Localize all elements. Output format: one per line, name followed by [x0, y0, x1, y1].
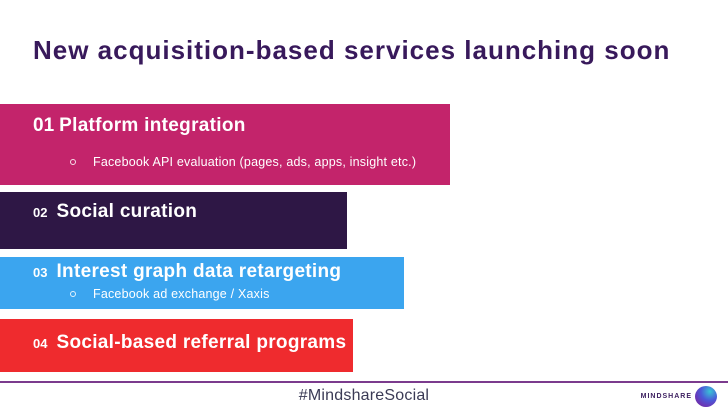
bar-number: 04 [33, 336, 48, 351]
bar-label: Interest graph data retargeting [56, 261, 342, 282]
bar-number: 03 [33, 265, 48, 280]
bar-heading: 04 Social-based referral programs [33, 332, 353, 355]
bar-platform-integration: 01 Platform integration Facebook API eva… [0, 104, 450, 185]
bullet-row: Facebook ad exchange / Xaxis [33, 287, 404, 301]
bar-heading: 01 Platform integration [33, 115, 450, 137]
bar-label: Social curation [56, 201, 198, 222]
bar-label: Platform integration [59, 115, 246, 136]
bullet-row: Facebook API evaluation (pages, ads, app… [33, 155, 450, 169]
bar-number: 01 [33, 115, 55, 136]
brand-lockup: MINDSHARE [641, 386, 717, 407]
bar-number: 02 [33, 205, 48, 220]
bar-heading: 02 Social curation [33, 201, 347, 224]
circle-bullet-icon [70, 291, 76, 297]
hashtag-text: #MindshareSocial [298, 387, 430, 404]
circle-bullet-icon [70, 159, 76, 165]
bar-social-curation: 02 Social curation [0, 192, 347, 249]
brand-name: MINDSHARE [640, 393, 692, 400]
bar-social-referral-programs: 04 Social-based referral programs [0, 319, 353, 372]
bar-interest-graph-retargeting: 03 Interest graph data retargeting Faceb… [0, 257, 404, 309]
footer-divider [0, 381, 728, 383]
mindshare-sphere-icon [695, 386, 717, 407]
slide-title: New acquisition-based services launching… [33, 35, 671, 65]
bullet-text: Facebook API evaluation (pages, ads, app… [93, 155, 417, 169]
bar-label: Social-based referral programs [56, 332, 347, 353]
bar-heading: 03 Interest graph data retargeting [33, 261, 404, 284]
bullet-text: Facebook ad exchange / Xaxis [93, 287, 270, 301]
